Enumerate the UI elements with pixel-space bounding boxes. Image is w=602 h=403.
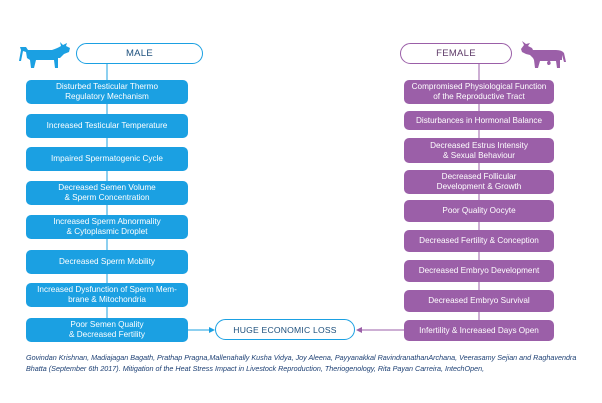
male-step: Impaired Spermatogenic Cycle — [26, 147, 188, 171]
male-step: Disturbed Testicular Thermo Regulatory M… — [26, 80, 188, 104]
male-step: Increased Testicular Temperature — [26, 114, 188, 138]
male-step: Decreased Semen Volume & Sperm Concentra… — [26, 181, 188, 205]
economic-loss-box: HUGE ECONOMIC LOSS — [215, 319, 355, 340]
male-step: Increased Sperm Abnormality & Cytoplasmi… — [26, 215, 188, 239]
bull-icon — [19, 42, 70, 68]
cow-icon — [521, 41, 566, 68]
female-step: Decreased Embryo Survival — [404, 290, 554, 312]
male-header: MALE — [76, 43, 203, 64]
citation-text: Govindan Krishnan, Madiajagan Bagath, Pr… — [26, 353, 577, 373]
female-step: Poor Quality Oocyte — [404, 200, 554, 222]
female-step: Disturbances in Hormonal Balance — [404, 111, 554, 130]
female-step: Compromised Physiological Function of th… — [404, 80, 554, 104]
female-step: Decreased Embryo Development — [404, 260, 554, 282]
female-step: Decreased Estrus Intensity & Sexual Beha… — [404, 138, 554, 163]
male-step: Increased Dysfunction of Sperm Mem- bran… — [26, 283, 188, 307]
male-step: Decreased Sperm Mobility — [26, 250, 188, 274]
female-step: Infertility & Increased Days Open — [404, 320, 554, 341]
female-header: FEMALE — [400, 43, 512, 64]
female-step: Decreased Follicular Development & Growt… — [404, 170, 554, 194]
female-step: Decreased Fertility & Conception — [404, 230, 554, 252]
male-step: Poor Semen Quality & Decreased Fertility — [26, 318, 188, 342]
